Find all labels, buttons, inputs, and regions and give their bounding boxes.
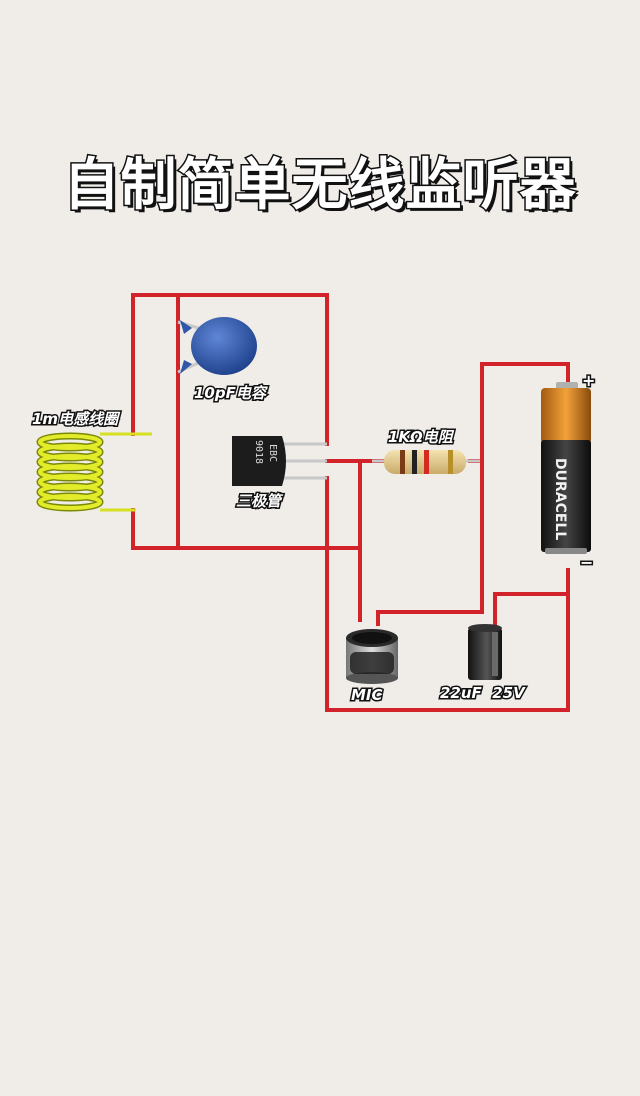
coil-label: 1m电感线圈	[32, 410, 121, 428]
transistor-pins: EBC	[267, 444, 278, 462]
coil-icon	[36, 432, 152, 512]
electrolytic-label: 22uF 25V	[440, 684, 526, 702]
electrolytic-capacitor-icon	[468, 624, 502, 680]
transistor-label: 三极管	[236, 492, 284, 510]
battery-brand: DURACELL	[552, 458, 568, 540]
page-title: 自制简单无线监听器	[62, 152, 577, 220]
wire-top	[131, 293, 329, 446]
resistor-label: 1KΩ电阻	[388, 428, 455, 446]
capacitor-label: 10pF电容	[194, 384, 268, 402]
wire-mic-cap	[376, 459, 484, 626]
wire-emitter	[325, 476, 570, 712]
mic-label: MIC	[351, 686, 383, 704]
transistor-icon: 9018 EBC	[232, 436, 327, 486]
battery-icon: DURACELL	[541, 382, 591, 554]
battery-minus: −	[580, 553, 593, 572]
resistor-icon	[372, 450, 480, 474]
battery-plus: +	[582, 371, 595, 390]
wire-cap-neg	[493, 592, 570, 632]
ceramic-capacitor-icon	[177, 317, 257, 375]
microphone-icon	[346, 629, 398, 684]
transistor-marking: 9018	[253, 440, 264, 464]
